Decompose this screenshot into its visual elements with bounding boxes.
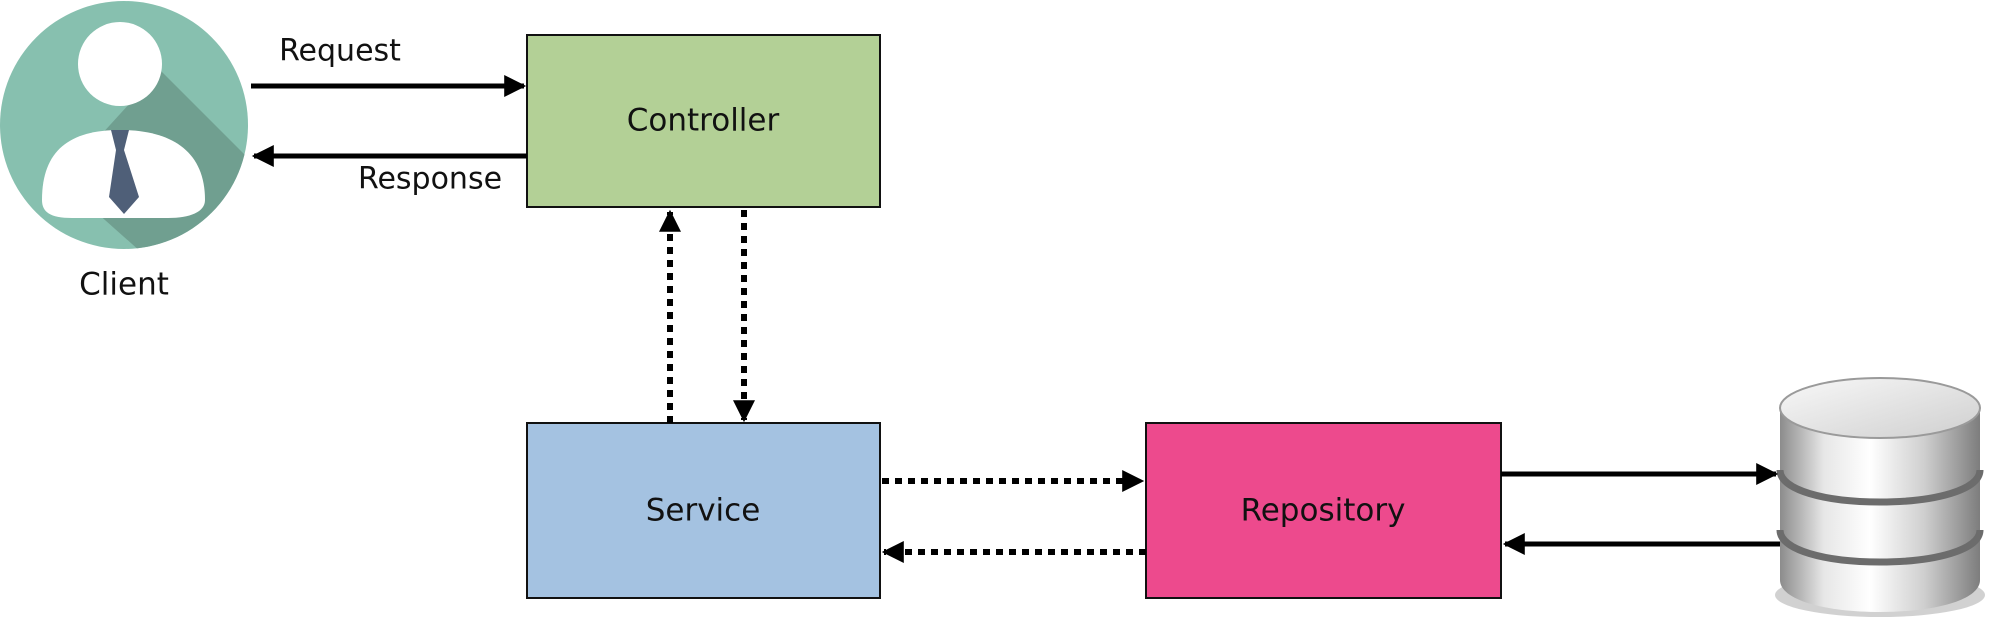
service-box	[526, 422, 881, 599]
database-node	[1775, 377, 1985, 617]
client-label: Client	[79, 267, 169, 303]
request-label: Request	[279, 34, 401, 69]
controller-box	[526, 34, 881, 208]
repository-node: Repository	[1145, 422, 1502, 599]
client-node: Client	[0, 1, 248, 303]
repository-label: Repository	[1241, 493, 1406, 529]
response-label: Response	[358, 162, 502, 197]
database-cylinder-icon	[1775, 377, 1985, 617]
response-edge: Response	[251, 145, 527, 197]
user-avatar-icon	[0, 1, 248, 249]
service-label: Service	[646, 493, 761, 529]
controller-label: Controller	[627, 103, 780, 139]
controller-node: Controller	[526, 34, 881, 208]
repository-box	[1145, 422, 1502, 599]
service-node: Service	[526, 422, 881, 599]
request-edge: Request	[251, 34, 527, 97]
